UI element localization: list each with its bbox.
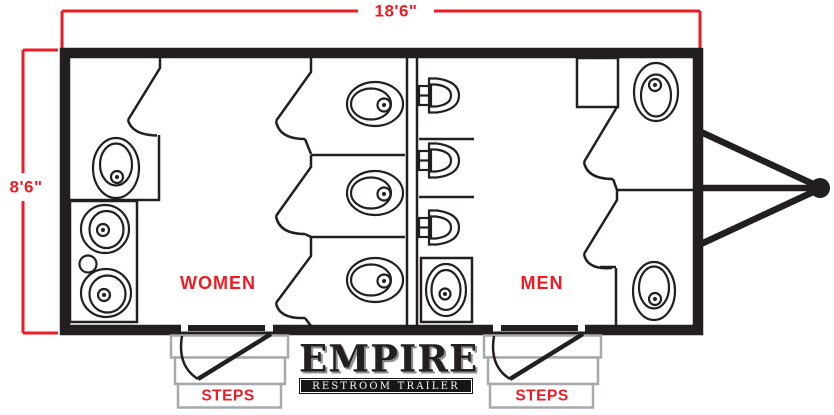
men-urinals bbox=[417, 77, 474, 246]
men-steps-label: STEPS bbox=[515, 387, 569, 405]
toilet bbox=[632, 61, 680, 123]
women-sink-vanity bbox=[68, 199, 139, 324]
women-door-threshold bbox=[188, 325, 265, 331]
women-entry-steps bbox=[169, 334, 290, 409]
men-section bbox=[417, 56, 693, 325]
toilet bbox=[631, 260, 677, 322]
width-dimension-line bbox=[60, 9, 702, 48]
width-dimension-label: 18'6" bbox=[374, 1, 418, 21]
dividing-wall bbox=[405, 58, 419, 325]
toilet bbox=[91, 136, 141, 200]
trailer-body-outline bbox=[59, 47, 704, 336]
men-room-label: MEN bbox=[520, 273, 564, 293]
women-corner-toilet-stall bbox=[70, 58, 162, 202]
toilet bbox=[345, 169, 405, 217]
men-door-threshold bbox=[501, 325, 578, 331]
brand-logo: EMPIRE RESTROOM TRAILER bbox=[299, 335, 479, 394]
soap-drain-circle bbox=[78, 254, 98, 274]
height-dimension-line bbox=[21, 48, 58, 335]
women-toilet-stalls bbox=[274, 58, 405, 327]
urinal bbox=[417, 77, 461, 114]
toilet bbox=[345, 80, 405, 128]
men-sink-vanity bbox=[419, 256, 474, 324]
men-cabinet bbox=[575, 56, 620, 109]
women-room-label: WOMEN bbox=[180, 273, 256, 293]
men-toilet-stall-bottom bbox=[582, 190, 677, 325]
women-entry-door bbox=[179, 332, 273, 381]
urinal bbox=[417, 209, 461, 246]
trailer-hitch bbox=[697, 129, 830, 247]
height-dimension-label: 8'6" bbox=[9, 177, 43, 197]
women-section bbox=[68, 58, 405, 327]
brand-logo-subtitle: RESTROOM TRAILER bbox=[299, 378, 473, 394]
men-entry-door bbox=[491, 332, 585, 381]
urinal bbox=[417, 142, 461, 179]
toilet bbox=[345, 256, 405, 304]
sink bbox=[424, 262, 468, 318]
sink bbox=[79, 203, 131, 255]
men-toilet-stall-top bbox=[582, 61, 693, 192]
women-steps-label: STEPS bbox=[201, 387, 255, 405]
sink bbox=[79, 267, 133, 319]
brand-logo-title: EMPIRE bbox=[299, 335, 479, 381]
hitch-ball bbox=[810, 178, 830, 198]
